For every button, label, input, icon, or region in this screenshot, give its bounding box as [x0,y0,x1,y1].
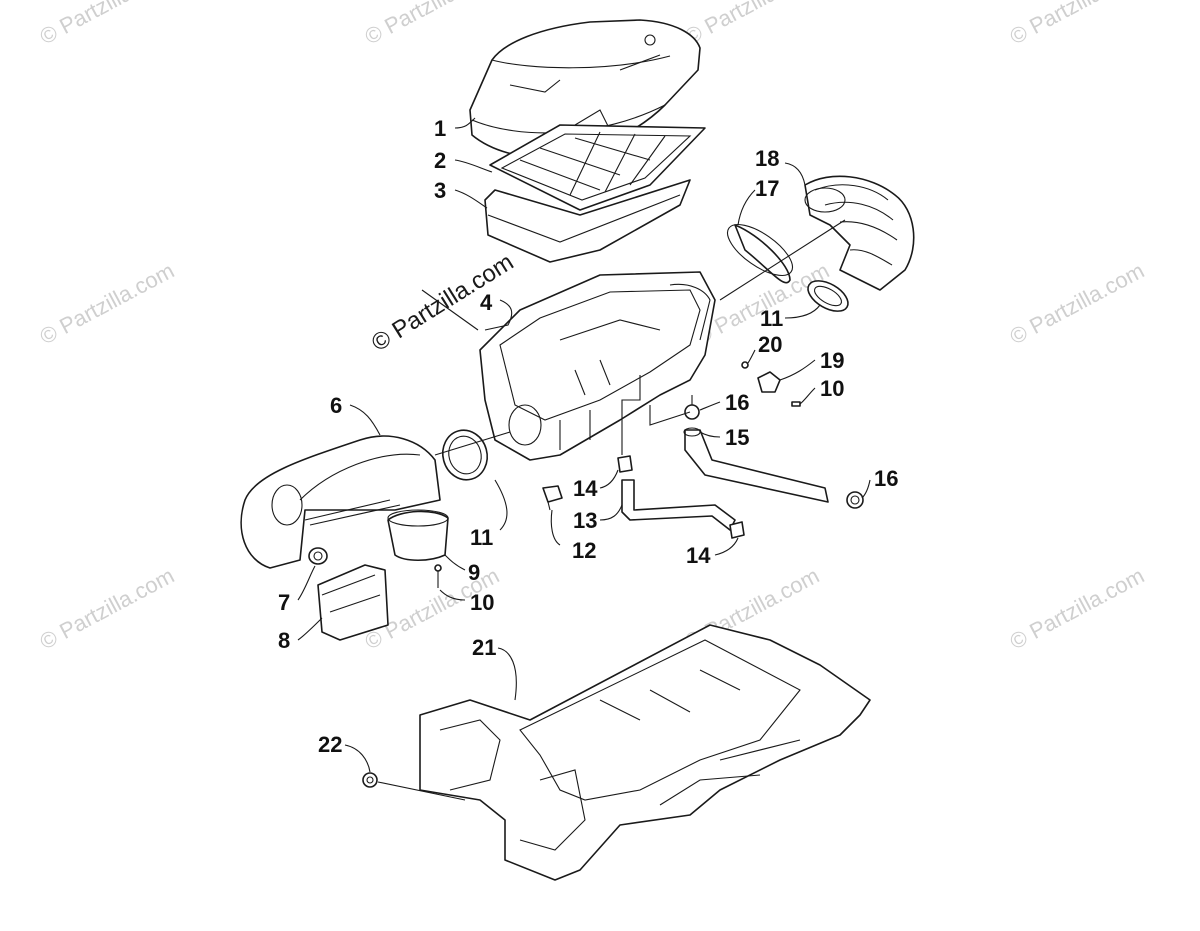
callout-1: 1 [434,116,446,141]
part-17-clamp [726,224,794,284]
callout-8: 8 [278,628,290,653]
callout-13: 13 [573,508,597,533]
callout-14-upper: 14 [573,476,598,501]
part-2-filter-frame [489,124,706,211]
callout-2: 2 [434,148,446,173]
part-11-clamp-upper [807,280,849,312]
callout-7: 7 [278,590,290,615]
part-11-clamp-lower [441,429,489,481]
part-4-airbox-base [479,271,716,461]
part-7-grommet [308,547,328,565]
part-12-grommet [542,485,563,511]
watermark: © Partzilla.com [36,258,179,350]
part-9-flange [387,509,449,562]
part-21-base-plate [419,624,871,881]
watermark: © Partzilla.com [361,0,504,49]
callout-22: 22 [318,732,342,757]
part-18-intake-boot [804,175,915,291]
callout-4: 4 [480,290,493,315]
part-13-hose [621,479,736,531]
part-14-clip-lower [729,521,745,539]
part-3-filter-element [484,179,691,263]
watermark: © Partzilla.com [36,0,179,49]
callout-10-upper: 10 [820,376,844,401]
callout-17: 17 [755,176,779,201]
watermark: © Partzilla.com [1006,258,1149,350]
callout-16-lower: 16 [874,466,898,491]
callout-11-lower: 11 [470,525,493,550]
part-8-silencer [317,564,389,641]
part-16-clip-lower [846,491,864,509]
part-15-hose [683,427,829,503]
callout-6: 6 [330,393,342,418]
part-10-screw-lower [434,564,442,588]
watermark: © Partzilla.com [1006,563,1149,655]
leader-lines [297,117,871,801]
part-6-intake-duct [240,435,441,569]
callout-10-lower: 10 [470,590,494,615]
part-14-clip-upper [617,455,633,473]
callout-19: 19 [820,348,844,373]
callout-16-upper: 16 [725,390,749,415]
watermark: © Partzilla.com [1006,0,1149,49]
callout-18: 18 [755,146,779,171]
callout-9: 9 [468,560,480,585]
callout-3: 3 [434,178,446,203]
part-16-clip-upper [684,395,700,420]
part-20-19-10-hardware [741,361,801,407]
callout-11-upper: 11 [760,306,783,331]
callout-15: 15 [725,425,749,450]
callout-labels: 1 2 3 4 6 7 8 9 10 10 11 11 12 13 14 14 … [278,116,898,757]
callout-20: 20 [758,332,782,357]
watermark: © Partzilla.com [36,563,179,655]
callout-21: 21 [472,635,496,660]
watermark: © Partzilla.com [681,0,824,49]
callout-14-lower: 14 [686,543,711,568]
callout-12: 12 [572,538,596,563]
part-22-grommet [362,772,378,788]
